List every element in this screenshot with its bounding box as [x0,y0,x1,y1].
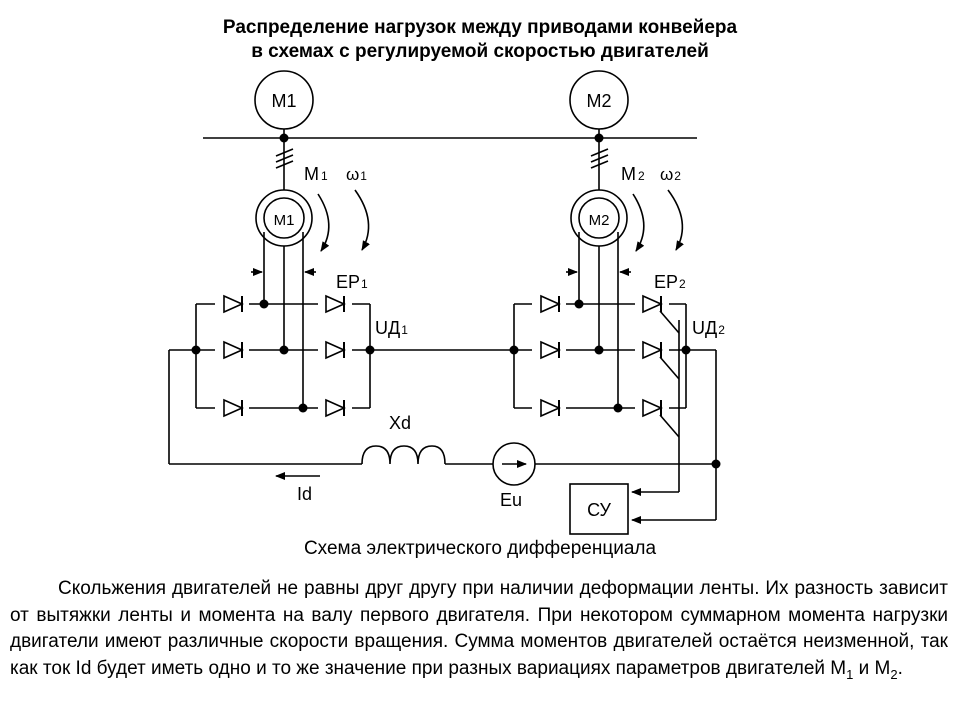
xd-label: Xd [389,413,411,433]
ud2-text: UД [692,318,717,338]
ud1-label: UД1 [375,318,408,338]
body-paragraph: Скольжения двигателей не равны друг друг… [10,576,948,688]
motor-m1-top-label: М1 [271,91,296,111]
ud2-sub: 2 [718,323,725,337]
diagram-caption: Схема электрического дифференциала [303,538,657,559]
omega-1-text: ω [346,165,359,184]
motor-m2-top: М2 [569,70,629,138]
omega-1-sub: 1 [360,169,367,183]
source-eu: Eu [492,442,536,510]
torque-m2-sub: 2 [638,169,645,183]
ep1-marker: ЕР1 [251,268,368,292]
svg-text:М2: М2 [621,164,645,184]
body-text-main: Скольжения двигателей не равны друг друг… [10,578,948,679]
torque-m1-text: М [304,164,319,184]
motor-m2-inner-label: М2 [589,212,610,229]
ep1-text: ЕР [336,272,360,292]
torque-m1-sub: 1 [321,169,328,183]
ud2-label: UД2 [692,318,725,338]
motor-m2-inner: М2 [570,189,628,247]
torque-arrow-2 [632,193,645,252]
motor-m1-inner: М1 [255,189,313,247]
omega-2-text: ω [660,165,673,184]
inductor-xd: Xd [361,413,446,465]
torque-arrow-1 [317,193,330,252]
drive-1-feed [275,138,294,190]
id-label: Id [297,484,312,504]
body-end: . [897,657,903,679]
omega-arrow-1 [354,189,370,251]
bridge-rectifier-1 [195,292,371,420]
junction-dots [191,133,721,469]
title-line-2: в схемах с регулируемой скоростью двигат… [251,41,709,62]
torque-m2-text: М [621,164,636,184]
current-id: Id [275,472,320,504]
svg-text:ЕР2: ЕР2 [654,272,686,292]
ep2-sub: 2 [679,277,686,291]
body-sub-2: 2 [890,666,898,682]
ep2-marker: ЕР2 [566,268,686,292]
body-sub-1: 1 [846,666,854,682]
svg-text:М1: М1 [304,164,328,184]
title-line-1: Распределение нагрузок между приводами к… [222,17,738,38]
ep2-text: ЕР [654,272,678,292]
control-unit-su: СУ [569,483,716,535]
body-conj: и М [853,657,891,679]
svg-text:ЕР1: ЕР1 [336,272,368,292]
ep1-sub: 1 [361,277,368,291]
motor-m2-top-label: М2 [586,91,611,111]
dc-loop [168,349,717,520]
eu-label: Eu [500,490,522,510]
motor-m1-top: М1 [254,70,314,138]
svg-text:ω1: ω1 [346,165,367,184]
ud1-sub: 1 [401,323,408,337]
omega-arrow-2 [667,189,684,251]
bridge-rectifier-2 [513,292,687,492]
motor-m1-inner-label: М1 [274,212,295,229]
ud1-text: UД [375,318,400,338]
slide-title: Распределение нагрузок между приводами к… [0,16,960,64]
svg-text:ω2: ω2 [660,165,681,184]
su-label: СУ [587,500,611,520]
drive-2-feed [590,138,609,190]
omega-2-sub: 2 [674,169,681,183]
